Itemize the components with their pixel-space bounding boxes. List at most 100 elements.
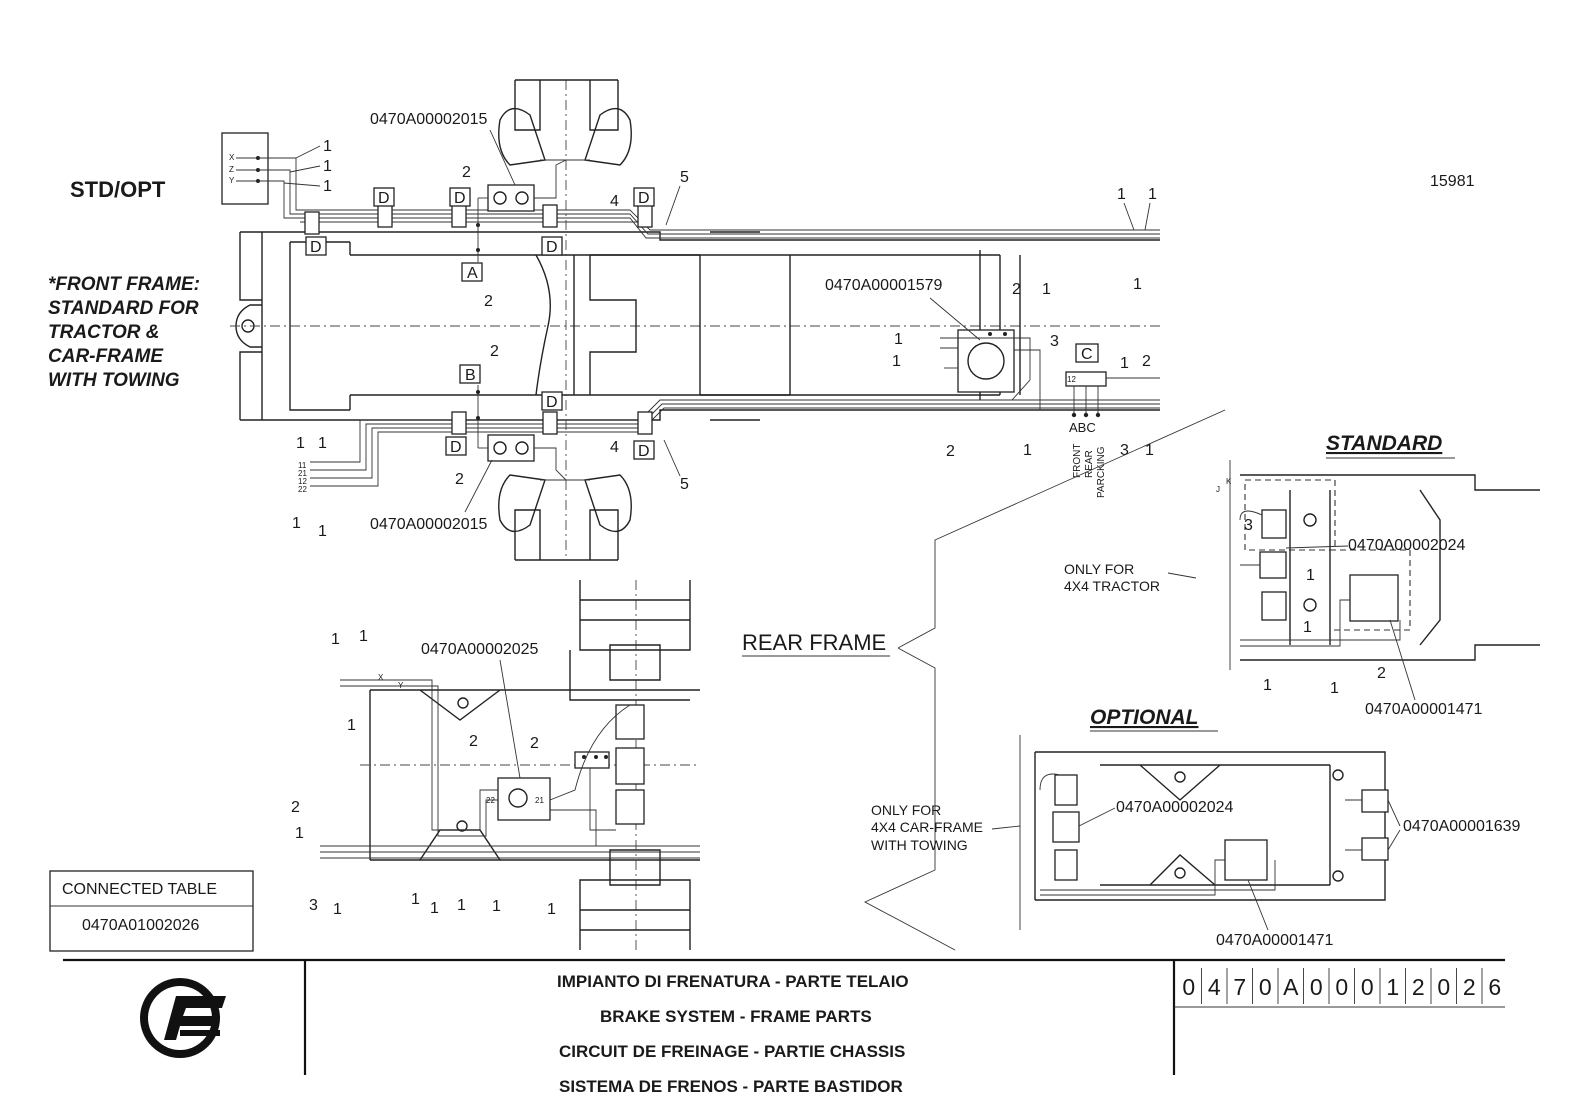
callout-numbers-standard: 3 1 1 2 1 1 [1244, 517, 1386, 697]
svg-text:22: 22 [298, 485, 307, 494]
code-char: 2 [1463, 974, 1476, 1000]
code-char: 0 [1437, 974, 1450, 1000]
svg-text:C: C [1081, 346, 1093, 363]
only-4x4-carframe-note: WITH TOWING [871, 837, 968, 853]
svg-text:1: 1 [347, 717, 356, 734]
svg-text:1: 1 [894, 331, 903, 348]
optional-label: OPTIONAL [1090, 706, 1199, 729]
code-char: 7 [1233, 974, 1246, 1000]
svg-text:5: 5 [680, 476, 689, 493]
only-4x4-carframe-note: ONLY FOR [871, 802, 941, 818]
svg-text:1: 1 [333, 901, 342, 918]
optional-detail [1019, 735, 1389, 930]
svg-text:2: 2 [462, 164, 471, 181]
sheet-number: 15981 [1430, 173, 1475, 190]
svg-text:1: 1 [1148, 186, 1157, 203]
front-frame-note-line: STANDARD FOR [48, 298, 199, 319]
svg-text:D: D [310, 239, 322, 256]
svg-text:1: 1 [1263, 677, 1272, 694]
svg-text:1: 1 [331, 631, 340, 648]
svg-text:2: 2 [530, 735, 539, 752]
svg-text:11: 11 [298, 461, 307, 470]
code-char: 6 [1488, 974, 1501, 1000]
svg-text:1: 1 [1120, 355, 1129, 372]
svg-text:D: D [378, 190, 390, 207]
svg-text:1: 1 [492, 898, 501, 915]
code-char: 0 [1259, 974, 1272, 1000]
svg-text:3: 3 [1244, 517, 1253, 534]
svg-text:Y: Y [398, 681, 404, 690]
svg-text:2: 2 [1377, 665, 1386, 682]
port-y-label: Y [229, 176, 235, 185]
svg-text:4: 4 [610, 193, 619, 210]
front-frame-diagram: X Z Y [221, 79, 1160, 561]
svg-text:A: A [467, 265, 478, 282]
svg-text:2: 2 [1142, 353, 1151, 370]
front-frame-note-line: WITH TOWING [48, 370, 180, 391]
svg-text:X: X [378, 673, 384, 682]
svg-text:D: D [638, 190, 650, 207]
svg-text:22: 22 [486, 796, 495, 805]
svg-text:D: D [450, 439, 462, 456]
code-char: 0 [1310, 974, 1323, 1000]
svg-text:D: D [546, 239, 558, 256]
port-x-label: X [229, 153, 235, 162]
front-frame-note-line: TRACTOR & [48, 322, 160, 343]
svg-text:12: 12 [298, 477, 307, 486]
svg-text:1: 1 [296, 435, 305, 452]
svg-text:1: 1 [1042, 281, 1051, 298]
standard-label: STANDARD [1326, 432, 1442, 455]
svg-text:2: 2 [291, 799, 300, 816]
svg-text:REAR: REAR [1084, 450, 1095, 478]
rear-frame-label: REAR FRAME [742, 630, 886, 655]
part-code-label: 0470A00001471 [1216, 932, 1334, 949]
only-4x4-tractor-note: ONLY FOR [1064, 561, 1134, 577]
standard-detail [1229, 460, 1540, 670]
svg-text:1: 1 [1303, 619, 1312, 636]
svg-text:K: K [1226, 477, 1232, 486]
svg-text:2: 2 [484, 293, 493, 310]
svg-text:J: J [1216, 485, 1220, 494]
part-code-label: 0470A00001471 [1365, 701, 1483, 718]
code-char: 1 [1386, 974, 1399, 1000]
parking-circuit-label: PARCKING [1096, 446, 1107, 498]
only-4x4-tractor-note: 4X4 TRACTOR [1064, 578, 1160, 594]
svg-text:1: 1 [1133, 276, 1142, 293]
svg-text:1: 1 [323, 138, 332, 155]
callout-numbers-rear: 1 1 1 X Y 2 2 2 1 3 1 1 1 1 1 1 22 21 [291, 628, 556, 918]
svg-text:2: 2 [469, 733, 478, 750]
title-line-it: IMPIANTO DI FRENATURA - PARTE TELAIO [557, 972, 909, 991]
svg-text:1: 1 [323, 158, 332, 175]
connected-table: CONNECTED TABLE 0470A01002026 [49, 870, 254, 952]
front-frame-note-line: CAR-FRAME [48, 346, 164, 367]
svg-text:D: D [638, 443, 650, 460]
front-circuit-label: FRONT [1072, 444, 1083, 478]
company-logo [140, 978, 226, 1058]
svg-text:1: 1 [1306, 567, 1315, 584]
code-char: 0 [1361, 974, 1374, 1000]
svg-text:1: 1 [359, 628, 368, 645]
svg-text:21: 21 [535, 796, 544, 805]
svg-text:1: 1 [1330, 680, 1339, 697]
svg-text:1: 1 [411, 891, 420, 908]
rear-circuit-label: REAR [1084, 450, 1095, 478]
svg-text:2: 2 [1012, 281, 1021, 298]
title-line-fr: CIRCUIT DE FREINAGE - PARTIE CHASSIS [559, 1042, 905, 1061]
part-code-label: 0470A00002015 [370, 111, 488, 128]
front-connector-block [221, 132, 269, 205]
svg-text:1: 1 [323, 178, 332, 195]
svg-text:FRONT: FRONT [1072, 444, 1083, 478]
svg-text:3: 3 [309, 897, 318, 914]
svg-text:21: 21 [298, 469, 307, 478]
svg-text:5: 5 [680, 169, 689, 186]
port-z-label: Z [229, 165, 234, 174]
svg-text:D: D [546, 394, 558, 411]
svg-text:B: B [465, 367, 476, 384]
svg-text:D: D [454, 190, 466, 207]
svg-text:12: 12 [1067, 375, 1076, 384]
svg-text:1: 1 [318, 435, 327, 452]
svg-text:1: 1 [892, 353, 901, 370]
svg-text:PARCKING: PARCKING [1096, 446, 1107, 498]
svg-text:1: 1 [547, 901, 556, 918]
